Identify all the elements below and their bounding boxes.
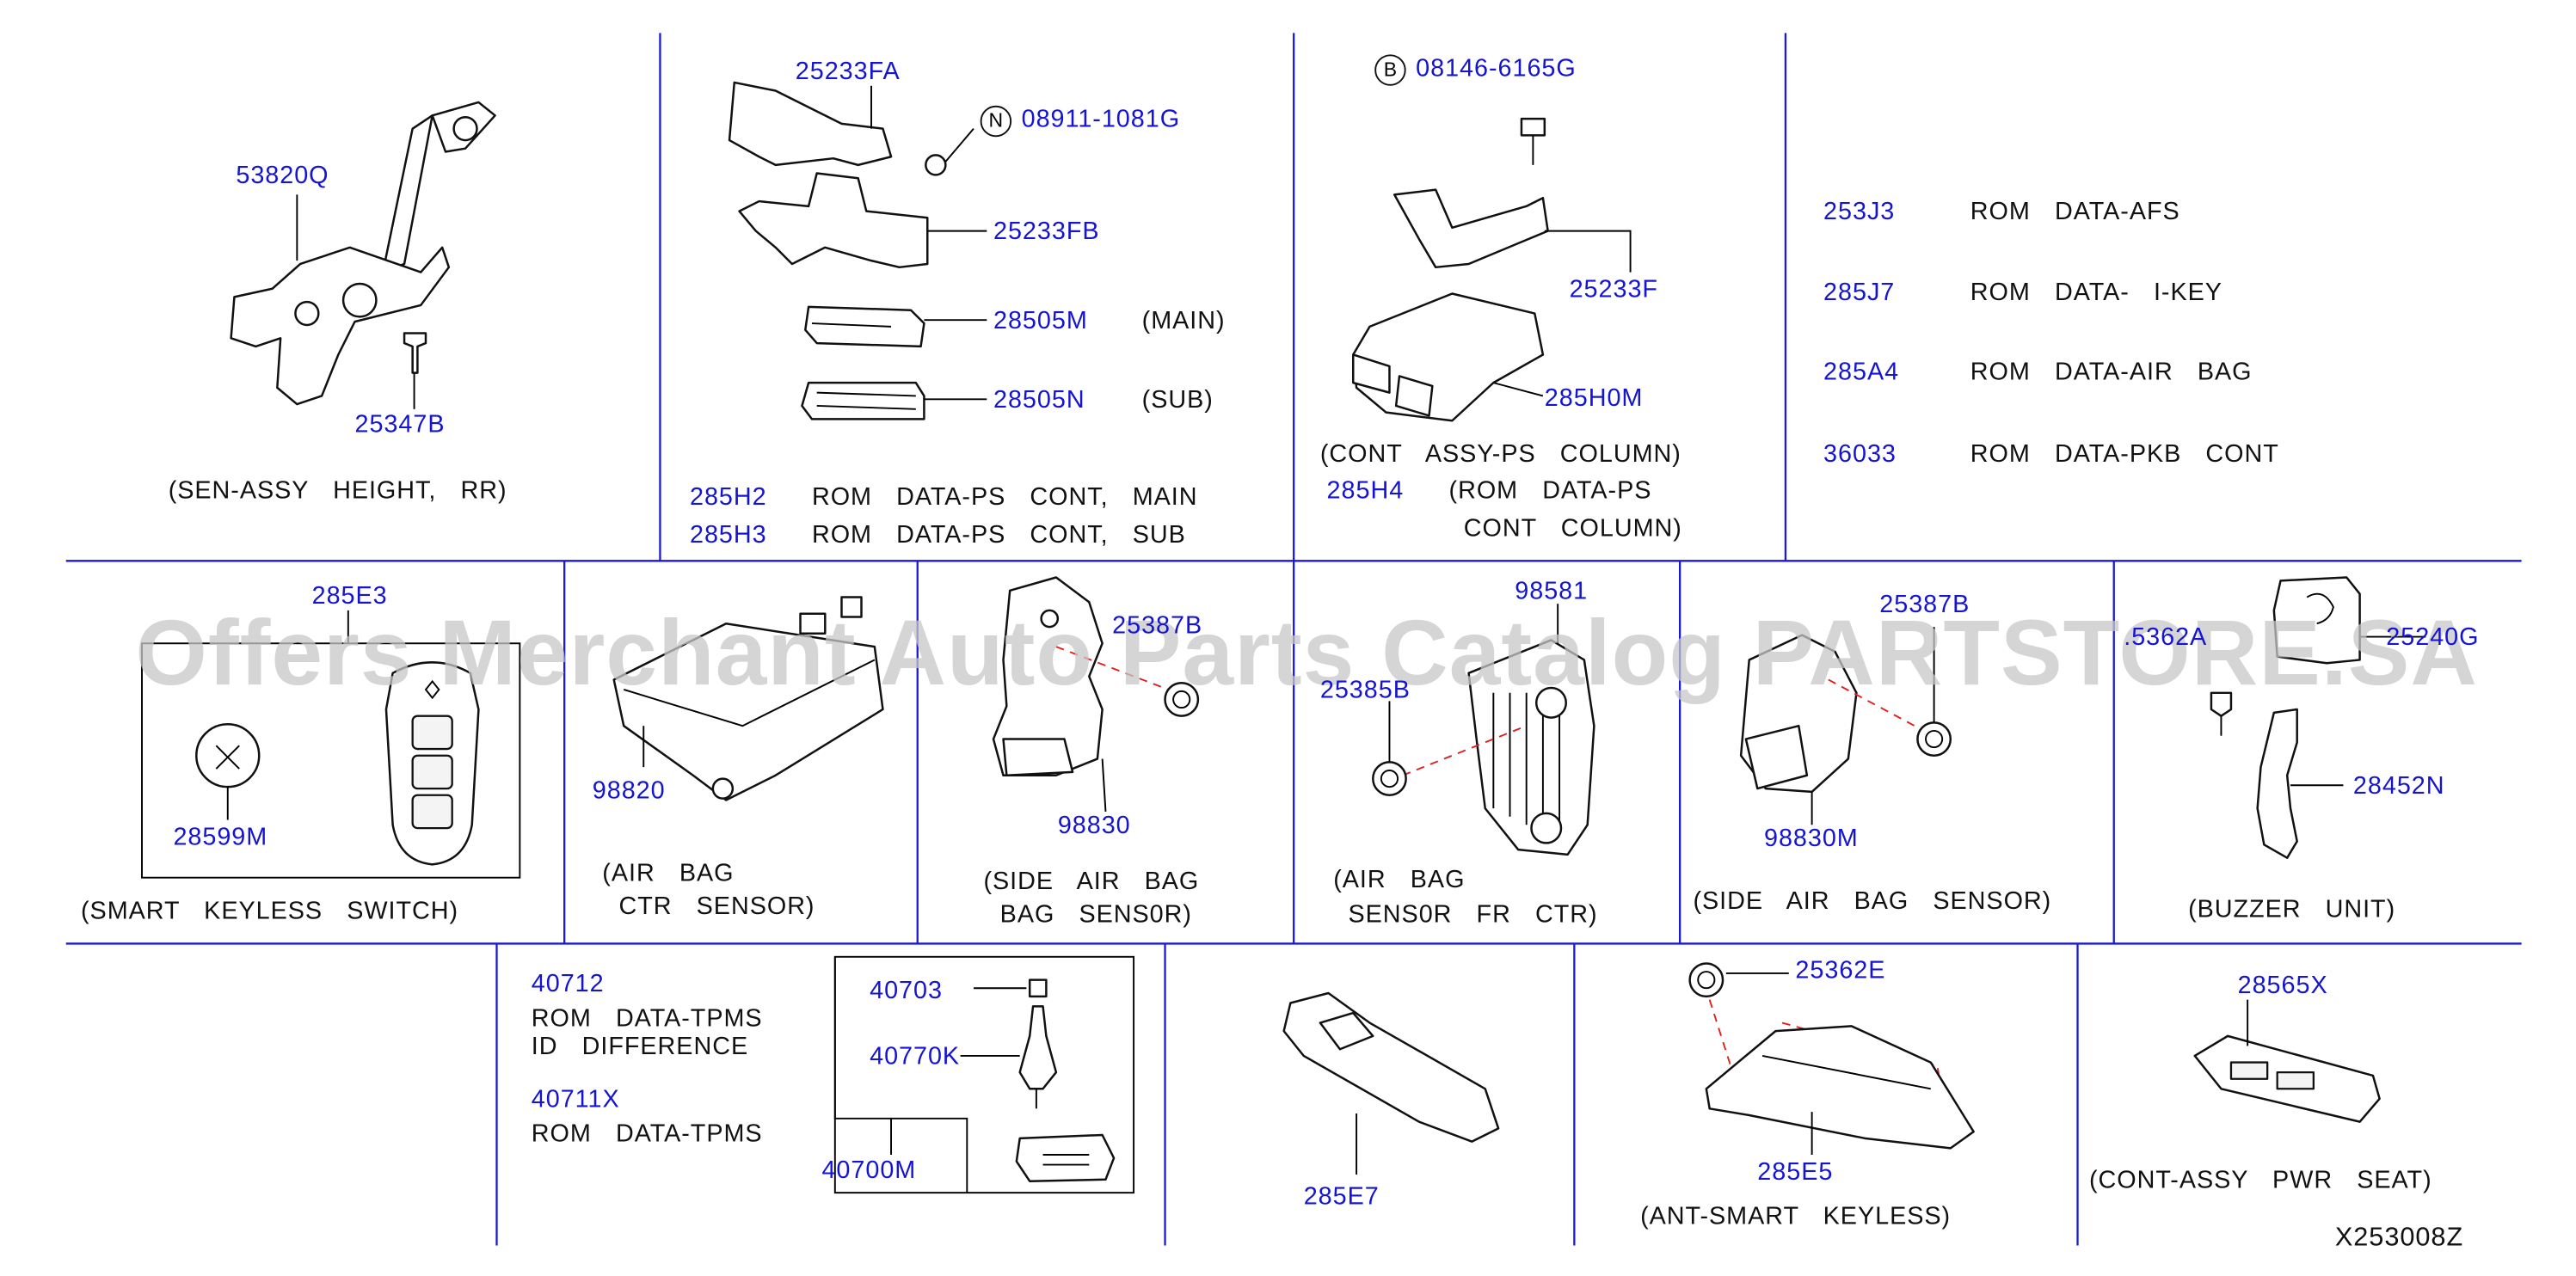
ant-smart-keyless-caption: (ANT-SMART KEYLESS) [1640,1202,1952,1231]
airbag-ctr-caption-2: CTR SENSOR) [618,892,815,921]
fastener-code-b: B [1374,54,1406,86]
rom-36033-desc: ROM DATA-PKB CONT [1970,440,2279,469]
diagram-id: X253008Z [2334,1224,2464,1253]
ps-column-caption: (CONT ASSY-PS COLUMN) [1319,440,1681,469]
height-sensor-caption: (SEN-ASSY HEIGHT, RR) [168,476,507,506]
part-28452N[interactable]: 28452N [2352,771,2445,801]
part-98830[interactable]: 98830 [1057,811,1131,840]
airbag-fr-caption-1: (AIR BAG [1333,866,1466,894]
side-airbag-1-drawing [992,576,1200,813]
fastener-part-number: 08911-1081G [1021,105,1181,134]
ant-smart-keyless-drawing [1688,962,1975,1156]
power-seat-caption: (CONT-ASSY PWR SEAT) [2088,1166,2432,1195]
part-25387B[interactable]: 25387B [1112,611,1203,641]
rom-40712-desc-1: ROM DATA-TPMS [531,1004,763,1034]
rom-253J3-desc: ROM DATA-AFS [1970,198,2180,226]
part-25240G[interactable]: 25240G [2386,623,2480,652]
part-285E3[interactable]: 285E3 [311,582,388,610]
fastener-part-number: 08146-6165G [1416,54,1577,83]
rom-285H4-desc-1: (ROM DATA-PS [1448,476,1652,506]
part-285H3[interactable]: 285H3 [689,521,767,549]
side-airbag-2-caption: (SIDE AIR BAG SENSOR) [1693,887,2052,916]
part-40700M[interactable]: 40700M [821,1156,917,1185]
ps-control-drawing [728,81,987,420]
part-40711X[interactable]: 40711X [531,1085,620,1114]
part-285J7[interactable]: 285J7 [1823,279,1896,307]
fastener-08146-6165G[interactable]: B 08146-6165G [1374,54,1577,86]
part-40703[interactable]: 40703 [870,976,943,1005]
label-main: (MAIN) [1141,306,1226,335]
part-28599M[interactable]: 28599M [173,823,268,851]
power-seat-drawing [2193,999,2381,1123]
airbag-ctr-drawing [612,596,884,801]
fastener-08911-1081G[interactable]: N 08911-1081G [980,105,1181,138]
airbag-fr-drawing [1372,604,1595,856]
part-28505M[interactable]: 28505M [993,306,1088,335]
rom-285J7-desc: ROM DATA- I-KEY [1970,279,2222,307]
part-25233FB[interactable]: 25233FB [993,218,1100,246]
panel-grid-lines [65,33,2522,1246]
rom-40712-desc-2: ID DIFFERENCE [531,1033,749,1061]
buzzer-caption: (BUZZER UNIT) [2188,895,2396,924]
part-285H4[interactable]: 285H4 [1326,476,1405,506]
part-40770K[interactable]: 40770K [870,1042,961,1071]
rom-285H2-desc: ROM DATA-PS CONT, MAIN [811,483,1198,512]
tpms-valve-drawing [833,955,1135,1194]
watermark: Offers Merchant Auto Parts Catalog PARTS… [135,600,2478,705]
side-airbag-1-caption-1: (SIDE AIR BAG [983,868,1200,896]
part-253J3[interactable]: 253J3 [1823,198,1896,226]
label-sub: (SUB) [1141,385,1214,414]
part-25233F[interactable]: 25233F [1569,275,1658,304]
fastener-code-n: N [980,105,1012,138]
part-285E5[interactable]: 285E5 [1757,1157,1834,1187]
height-sensor-drawing [230,101,496,409]
ps-column-drawing [1352,117,1632,422]
rom-40711X-desc: ROM DATA-TPMS [531,1120,763,1149]
side-airbag-1-caption-2: BAG SENS0R) [999,900,1192,929]
airbag-fr-caption-2: SENS0R FR CTR) [1348,900,1598,929]
part-285A4[interactable]: 285A4 [1823,358,1900,386]
part-285H2[interactable]: 285H2 [689,483,767,512]
part-28565X[interactable]: 28565X [2237,972,2328,1000]
airbag-ctr-caption-1: (AIR BAG [602,859,735,888]
part-25362A[interactable]: .5362A [2124,623,2208,652]
part-285H0M[interactable]: 285H0M [1544,384,1644,413]
part-25347B[interactable]: 25347B [354,410,446,439]
side-airbag-2-drawing [1739,627,1952,825]
part-285E7[interactable]: 285E7 [1303,1182,1380,1212]
antenna-bracket-drawing [1282,991,1500,1175]
part-25362E[interactable]: 25362E [1795,956,1886,985]
part-98581[interactable]: 98581 [1515,577,1589,606]
part-25387B-2[interactable]: 25387B [1879,590,1970,619]
part-98830M[interactable]: 98830M [1763,825,1859,853]
part-28505N[interactable]: 28505N [993,385,1085,414]
part-53820Q[interactable]: 53820Q [236,162,329,190]
rom-285H3-desc: ROM DATA-PS CONT, SUB [811,521,1186,549]
part-40712[interactable]: 40712 [531,970,605,998]
part-25385B[interactable]: 25385B [1319,676,1411,705]
smart-keyless-drawing [141,610,521,879]
part-98820[interactable]: 98820 [592,776,666,806]
part-25233FA[interactable]: 25233FA [795,58,901,86]
buzzer-drawing [2210,576,2426,859]
part-36033[interactable]: 36033 [1823,440,1897,469]
rom-285H4-desc-2: CONT COLUMN) [1463,514,1682,543]
rom-285A4-desc: ROM DATA-AIR BAG [1970,358,2253,386]
smart-keyless-caption: (SMART KEYLESS SWITCH) [81,897,459,926]
